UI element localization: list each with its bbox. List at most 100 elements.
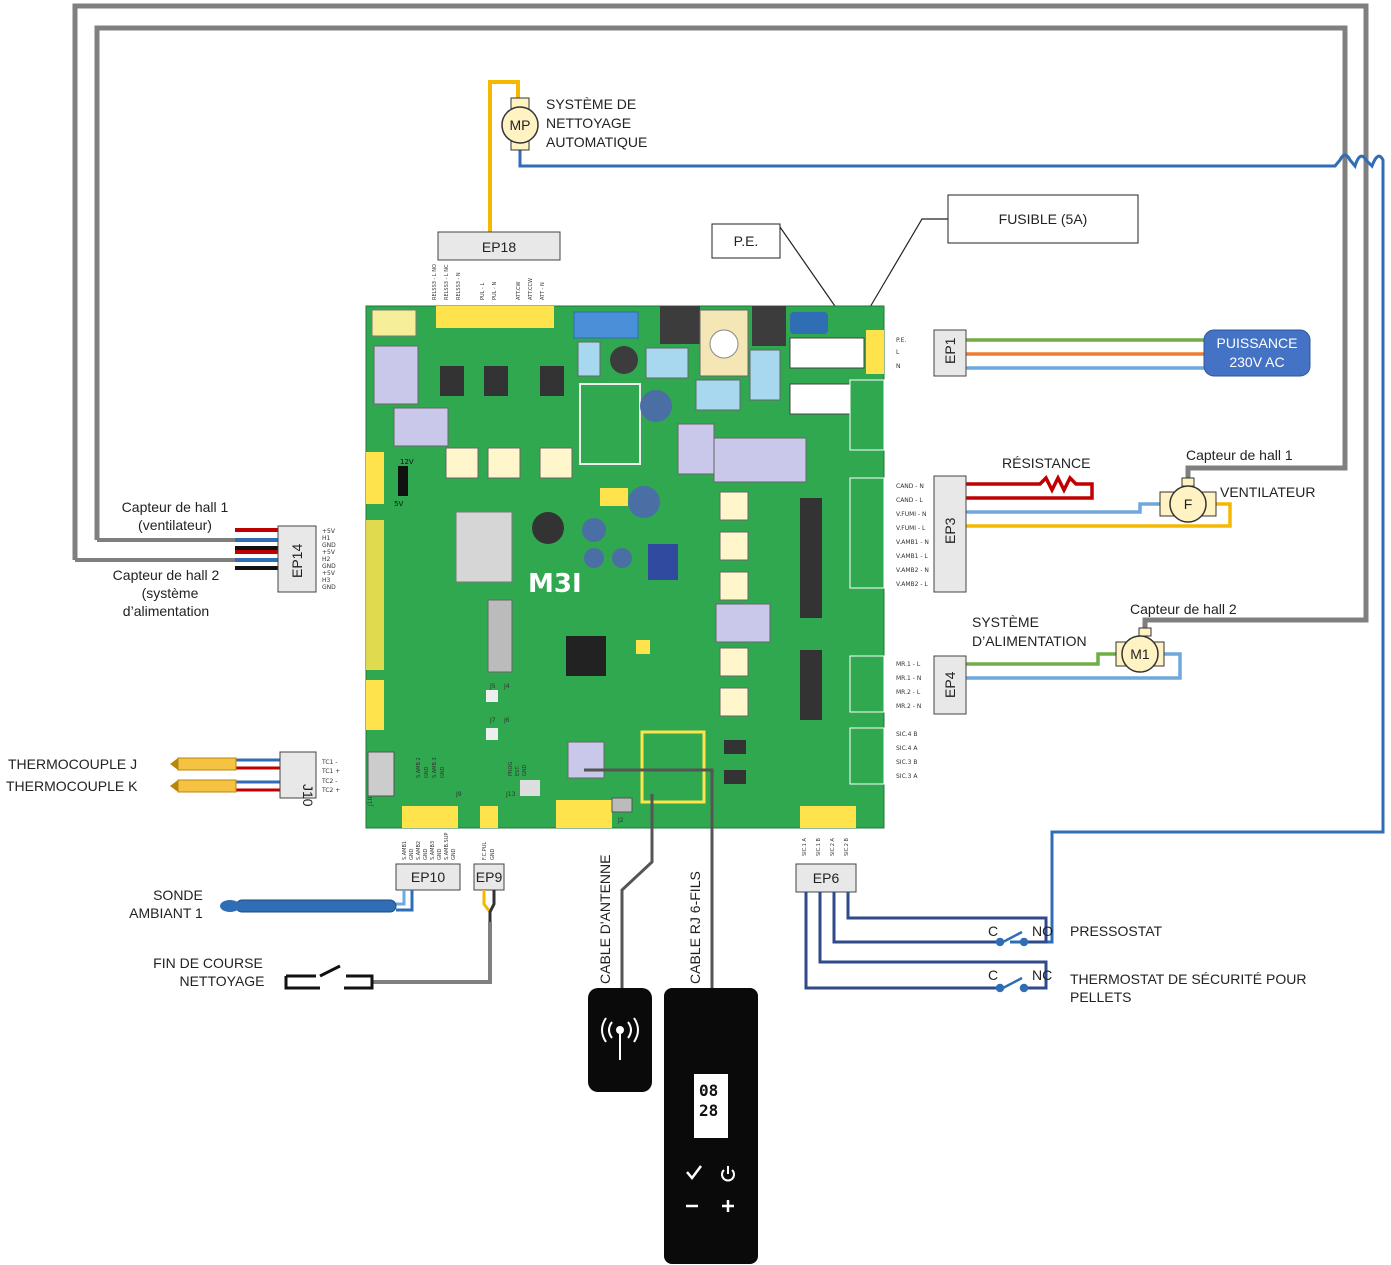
svg-text:H1: H1 xyxy=(322,535,331,542)
svg-text:+5V: +5V xyxy=(322,570,336,577)
svg-text:+5V: +5V xyxy=(322,549,336,556)
svg-text:V.AMB1 - L: V.AMB1 - L xyxy=(896,553,928,560)
pressostat-label: PRESSOSTAT xyxy=(1070,923,1163,939)
svg-text:CAND - N: CAND - N xyxy=(896,483,924,490)
hall2-left-label-2: (système xyxy=(142,585,199,601)
svg-text:GND: GND xyxy=(451,848,457,860)
hall-sensor-left-leads xyxy=(75,528,278,570)
svg-text:MR.1 - N: MR.1 - N xyxy=(896,675,921,682)
ep10-pin-labels: S.AMB1 GND S.AMB2 GND S.AMB3 GND S.AMB.S… xyxy=(402,833,457,860)
thermocouple-k-label: THERMOCOUPLE K xyxy=(6,778,138,794)
sic-pin-labels: SIC.4 B SIC.4 A SIC.3 B SIC.3 A xyxy=(896,731,918,780)
svg-text:RELSS3 - L NO: RELSS3 - L NO xyxy=(432,264,438,300)
svg-text:S.AMB 2: S.AMB 2 xyxy=(416,757,422,778)
limit-switch-wires xyxy=(372,890,496,984)
thermocouple-j-label: THERMOCOUPLE J xyxy=(8,756,137,772)
ep10-connector xyxy=(395,863,461,891)
ep3-pin-labels: CAND - N CAND - L V.FUMI - N V.FUMI - L … xyxy=(896,483,929,588)
svg-text:GND: GND xyxy=(522,764,528,776)
jumper-12v: 12V xyxy=(400,458,414,466)
svg-text:SIC.3 A: SIC.3 A xyxy=(896,773,918,780)
check-icon[interactable] xyxy=(686,1165,702,1181)
svg-text:H3: H3 xyxy=(322,577,331,584)
ep9-label: EP9 xyxy=(476,869,503,885)
feed-system-label-1: SYSTÈME xyxy=(972,614,1039,630)
antenna-cable-label: CABLE D'ANTENNE xyxy=(597,855,613,984)
cleaning-system-label-3: AUTOMATIQUE xyxy=(546,134,647,150)
contact-no: NO xyxy=(1032,923,1053,939)
svg-text:N: N xyxy=(896,363,901,370)
svg-text:GND: GND xyxy=(322,563,336,570)
svg-text:GND: GND xyxy=(322,542,336,549)
ambient-probe xyxy=(235,899,397,913)
svg-text:GND: GND xyxy=(423,848,429,860)
svg-text:MR.2 - N: MR.2 - N xyxy=(896,703,921,710)
cleaning-system-label-2: NETTOYAGE xyxy=(546,115,631,131)
svg-text:EST.: EST. xyxy=(515,765,521,776)
display-digits-1: 08 xyxy=(699,1081,718,1100)
limit-switch xyxy=(284,964,374,990)
wireless-icon xyxy=(601,1017,639,1060)
pe-label: P.E. xyxy=(734,233,759,249)
control-panel: 08 28 xyxy=(664,988,758,1264)
svg-text:S.AMB2: S.AMB2 xyxy=(416,841,422,860)
svg-text:J7: J7 xyxy=(489,717,496,724)
svg-text:GND: GND xyxy=(437,848,443,860)
thermostat-switch xyxy=(995,976,1029,993)
svg-text:J2: J2 xyxy=(617,817,624,824)
svg-text:J9: J9 xyxy=(455,791,462,798)
ep4-wires xyxy=(966,652,1182,680)
ep18-label: EP18 xyxy=(482,239,516,255)
svg-text:S.AMB3: S.AMB3 xyxy=(430,841,436,860)
power-wires xyxy=(966,338,1204,370)
ep9-pin-labels: F.C.PUL GND xyxy=(482,842,496,860)
svg-text:TC2 -: TC2 - xyxy=(321,778,337,785)
fan-motor: F xyxy=(1159,477,1217,523)
motor-mp: MP xyxy=(501,97,539,151)
svg-text:ATT.CCW: ATT.CCW xyxy=(528,278,534,300)
hall1-left-label-2: (ventilateur) xyxy=(138,517,212,533)
contact-c1: C xyxy=(988,923,998,939)
svg-text:TC1 +: TC1 + xyxy=(321,768,340,775)
ep18-pin-labels: RELSS3 - L NO RELSS3 - L NC RELSS3 - N P… xyxy=(432,264,546,300)
svg-text:SIC.2 A: SIC.2 A xyxy=(830,838,836,856)
svg-text:SIC.2 B: SIC.2 B xyxy=(844,838,850,856)
pressostat-switch xyxy=(995,930,1029,947)
feed-motor: M1 xyxy=(1115,627,1165,673)
display-digits-2: 28 xyxy=(699,1101,718,1120)
hall2-left-label-3: d’alimentation xyxy=(123,603,209,619)
ep10-label: EP10 xyxy=(411,869,445,885)
power-icon[interactable] xyxy=(721,1166,735,1182)
ep6-pin-labels: SIC.1 A SIC.1 B SIC.2 A SIC.2 B xyxy=(802,838,850,856)
svg-text:ATT.CW: ATT.CW xyxy=(516,281,522,300)
svg-text:V.FUMI - N: V.FUMI - N xyxy=(896,511,927,518)
motor-f-label: F xyxy=(1184,496,1193,512)
j10-pin-labels: TC1 - TC1 + TC2 - TC2 + xyxy=(321,759,340,794)
svg-text:CAND - L: CAND - L xyxy=(896,497,923,504)
motor-mp-label: MP xyxy=(510,117,531,133)
j10-label: J10 xyxy=(300,784,316,807)
thermocouple-probes xyxy=(170,757,237,793)
rj-cable-label: CABLE RJ 6-FILS xyxy=(687,871,703,984)
power-source xyxy=(1203,329,1311,377)
svg-text:TC1 -: TC1 - xyxy=(321,759,337,766)
limit-switch-label-1: FIN DE COURSE xyxy=(153,955,263,971)
plus-icon[interactable] xyxy=(722,1200,734,1212)
svg-text:RELSS3 - L NC: RELSS3 - L NC xyxy=(444,264,450,300)
svg-text:GND: GND xyxy=(490,848,496,860)
board-logo: M3I xyxy=(528,569,582,599)
svg-text:RELSS3 - N: RELSS3 - N xyxy=(456,272,462,300)
jumper-5v: 5V xyxy=(394,500,403,508)
ep6-connector xyxy=(795,863,857,893)
svg-text:V.FUMI - L: V.FUMI - L xyxy=(896,525,926,532)
ep3-wires xyxy=(966,474,1232,528)
hall2-left-label-1: Capteur de hall 2 xyxy=(113,567,220,583)
ep14-pin-labels: +5V H1 GND +5V H2 GND +5V H3 GND xyxy=(322,528,336,591)
svg-text:MR.1 - L: MR.1 - L xyxy=(896,661,921,668)
ep9-connector xyxy=(473,863,505,891)
svg-text:PUL - L: PUL - L xyxy=(480,283,486,300)
thermostat-label-2: PELLETS xyxy=(1070,989,1131,1005)
probe-wires xyxy=(396,890,414,912)
probe-label-2: AMBIANT 1 xyxy=(129,905,203,921)
ep4-connector xyxy=(933,655,967,715)
